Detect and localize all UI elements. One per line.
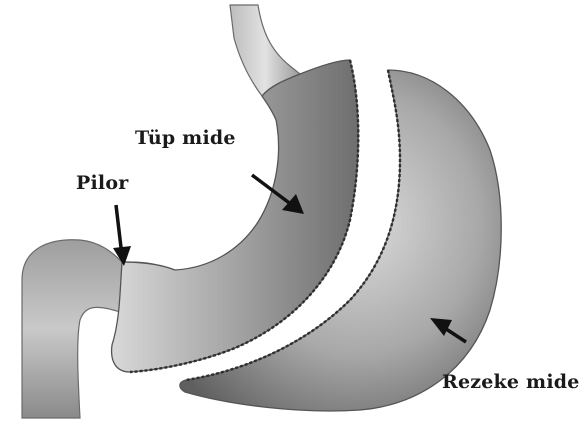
tube-stomach-label: Tüp mide: [135, 127, 236, 149]
resected-stomach-label: Rezeke mide: [442, 371, 580, 393]
pylorus-label: Pilor: [76, 172, 128, 194]
